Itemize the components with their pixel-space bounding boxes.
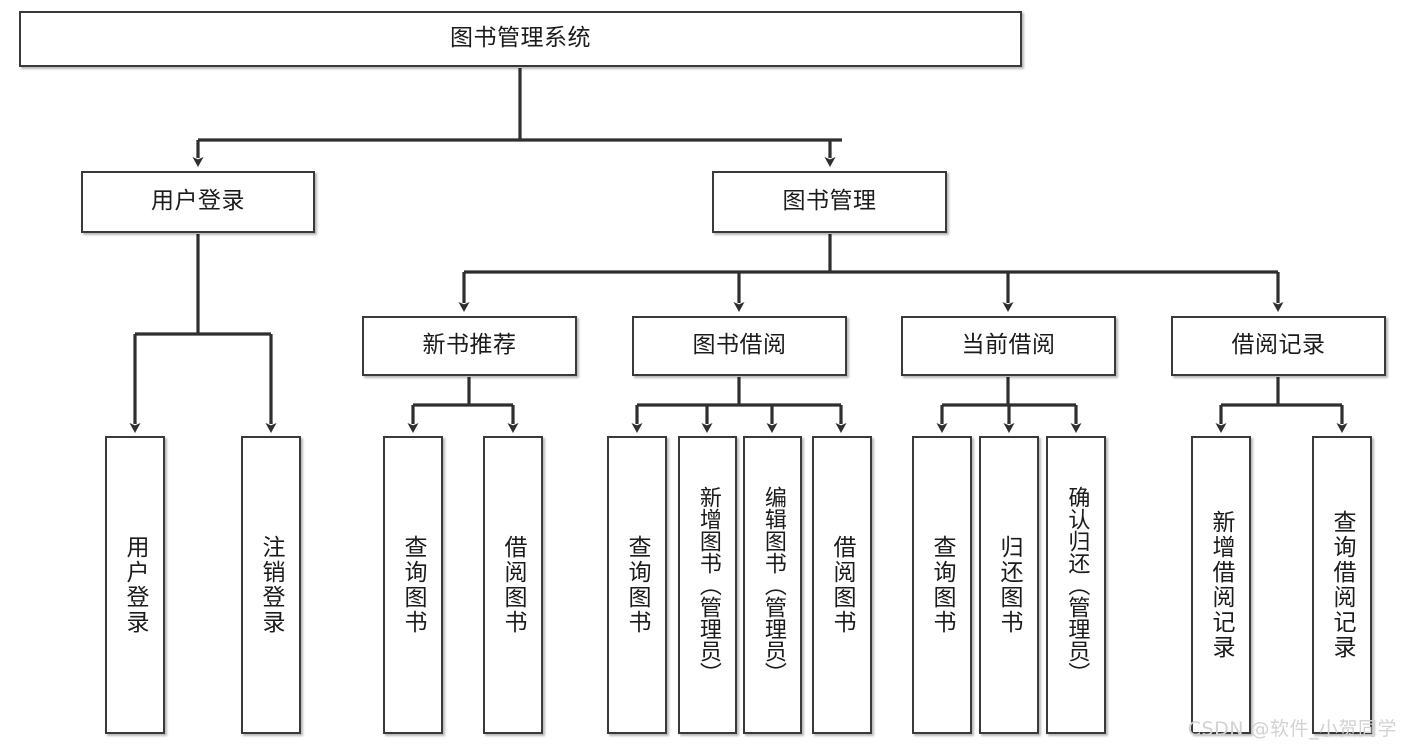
leaf-book-borrow-edit-book-admin[interactable]: 编辑图书（管理员） [743, 436, 802, 734]
node-label: 确认归还（管理员） [1064, 486, 1090, 684]
node-label: 借阅图书 [500, 535, 527, 635]
node-label: 借阅图书 [829, 535, 856, 635]
node-borrow-record[interactable]: 借阅记录 [1171, 316, 1386, 376]
node-label: 图书借阅 [692, 332, 787, 359]
node-label: 用户登录 [122, 535, 149, 635]
leaf-book-borrow-borrow-book[interactable]: 借阅图书 [812, 436, 872, 734]
node-new-book-recommend[interactable]: 新书推荐 [362, 316, 577, 376]
node-current-borrow[interactable]: 当前借阅 [901, 316, 1116, 376]
node-label: 当前借阅 [961, 332, 1056, 359]
leaf-current-borrow-confirm-return-admin[interactable]: 确认归还（管理员） [1046, 436, 1106, 734]
node-label: 借阅记录 [1231, 332, 1326, 359]
leaf-book-borrow-query-book[interactable]: 查询图书 [607, 436, 667, 734]
node-label: 新书推荐 [422, 332, 517, 359]
node-label: 查询图书 [929, 535, 956, 635]
leaf-new-book-borrow-book[interactable]: 借阅图书 [483, 436, 543, 734]
node-book-borrow[interactable]: 图书借阅 [632, 316, 847, 376]
leaf-borrow-record-query-record[interactable]: 查询借阅记录 [1312, 436, 1372, 734]
node-label: 注销登录 [258, 535, 285, 635]
leaf-user-login-logout[interactable]: 注销登录 [241, 436, 301, 734]
leaf-book-borrow-add-book-admin[interactable]: 新增图书（管理员） [678, 436, 737, 734]
leaf-user-login-login[interactable]: 用户登录 [105, 436, 165, 734]
node-label: 查询图书 [624, 535, 651, 635]
node-label: 编辑图书（管理员） [760, 486, 786, 684]
node-label: 图书管理系统 [450, 25, 591, 52]
node-label: 查询借阅记录 [1329, 510, 1356, 660]
leaf-borrow-record-add-record[interactable]: 新增借阅记录 [1191, 436, 1251, 734]
node-user-login[interactable]: 用户登录 [81, 171, 315, 233]
leaf-current-borrow-query-book[interactable]: 查询图书 [912, 436, 972, 734]
node-root-book-management-system[interactable]: 图书管理系统 [19, 11, 1022, 67]
node-label: 新增借阅记录 [1208, 510, 1235, 660]
node-book-management[interactable]: 图书管理 [712, 171, 947, 233]
leaf-new-book-query-book[interactable]: 查询图书 [383, 436, 443, 734]
node-label: 新增图书（管理员） [695, 486, 721, 684]
node-label: 用户登录 [151, 188, 245, 215]
leaf-current-borrow-return-book[interactable]: 归还图书 [979, 436, 1039, 734]
node-label: 图书管理 [782, 188, 877, 215]
node-label: 归还图书 [996, 535, 1023, 635]
node-label: 查询图书 [400, 535, 427, 635]
